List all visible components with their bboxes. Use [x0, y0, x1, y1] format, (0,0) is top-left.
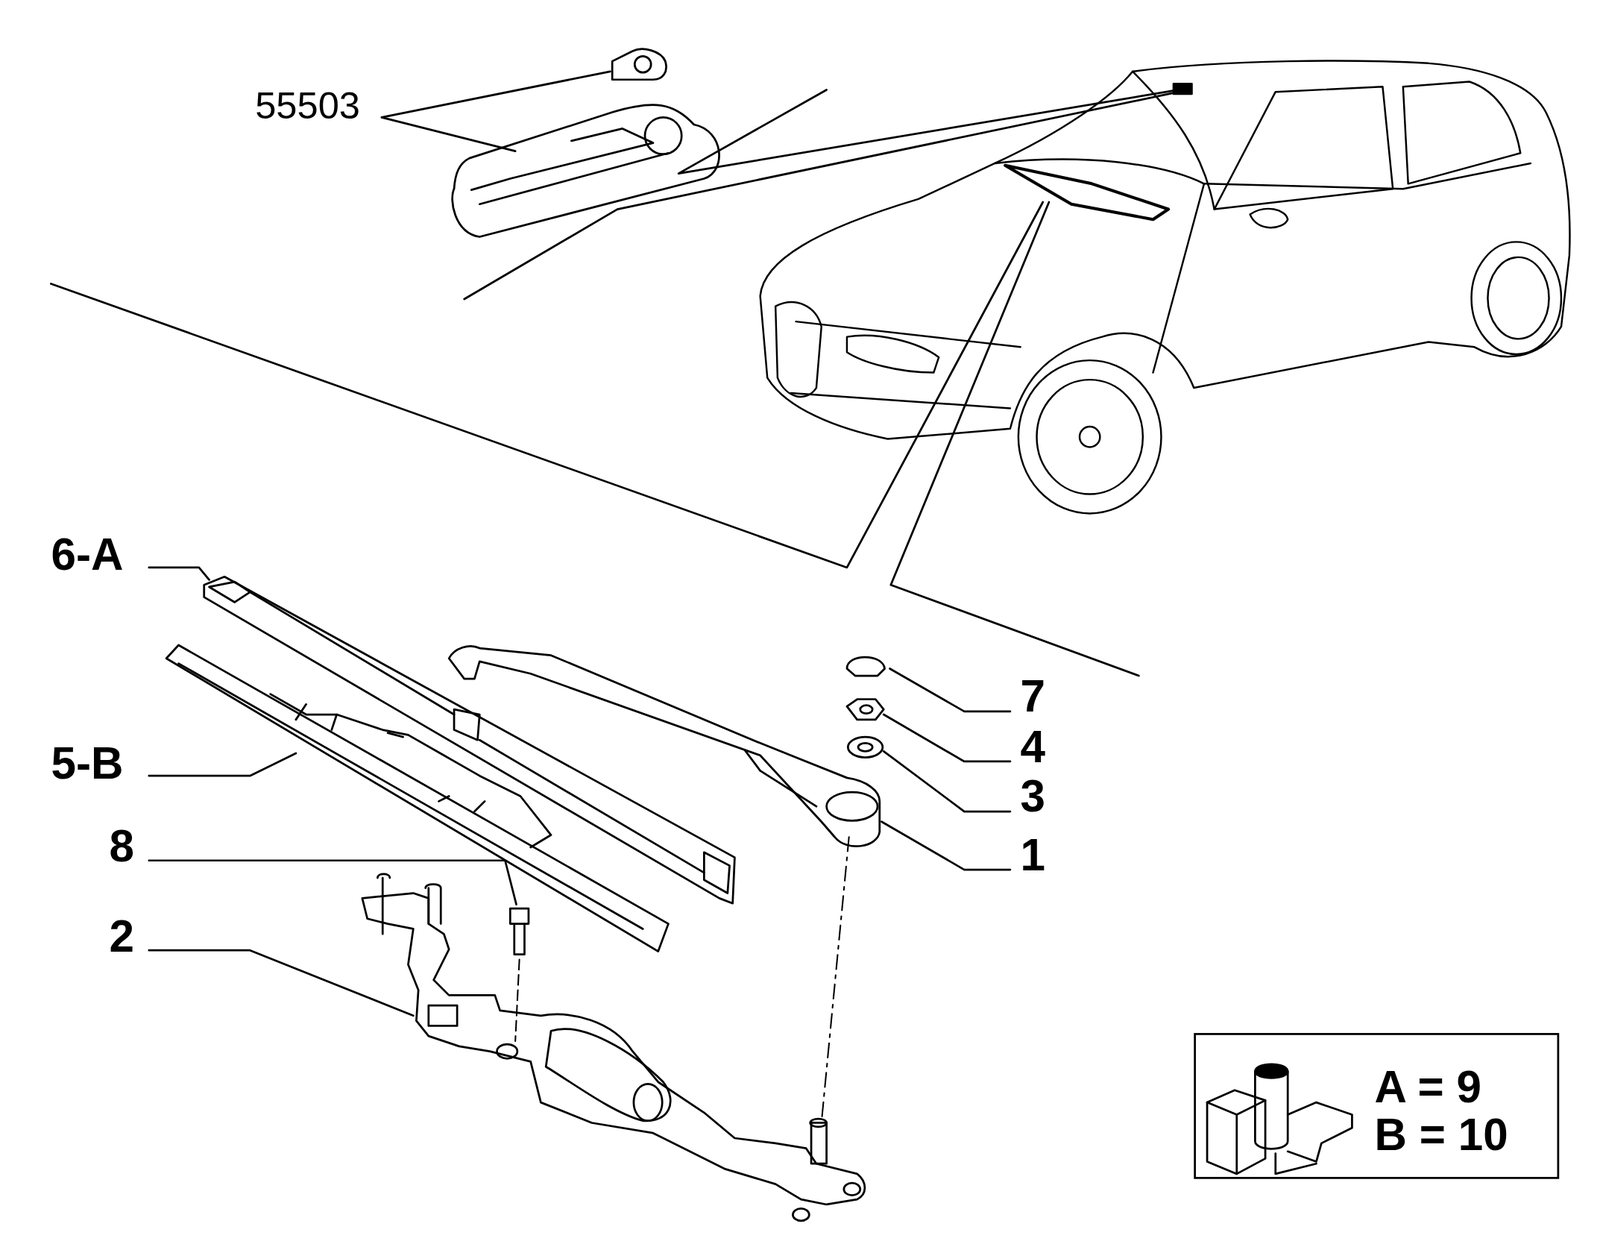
callout-number: 3 [1020, 773, 1047, 818]
legend-text: A = 9 [1374, 1063, 1482, 1109]
callout-number: 8 [108, 823, 135, 868]
callout-number: 5-B [50, 741, 124, 786]
callout-number: 7 [1020, 673, 1047, 718]
legend-text: B = 10 [1374, 1112, 1509, 1158]
callout-number: 4 [1020, 724, 1047, 770]
callout-number: 2 [108, 913, 135, 959]
callout-number: 55503 [254, 86, 361, 125]
callout-number: 1 [1020, 832, 1047, 878]
callout-number: 6-A [50, 531, 124, 577]
legend-box: A = 9B = 10 [1193, 1032, 1559, 1179]
